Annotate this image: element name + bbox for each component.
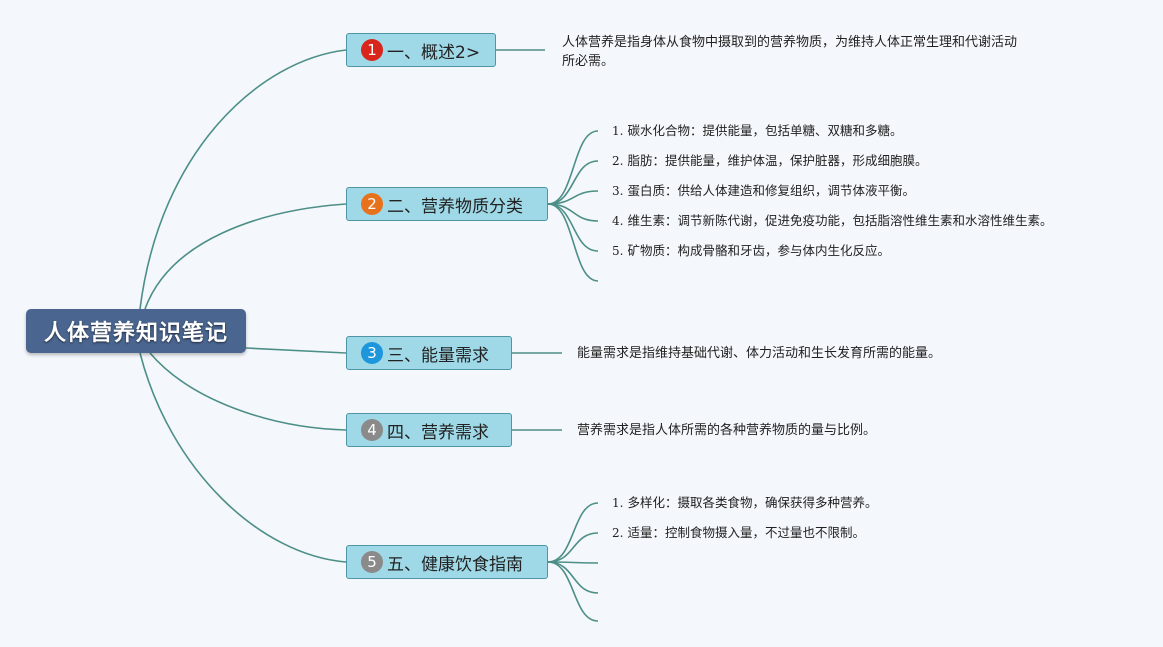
- item-text: 适量：控制食物摄入量，不过量也不限制。: [627, 525, 865, 540]
- root-topic[interactable]: 人体营养知识笔记: [26, 309, 246, 353]
- connector-root-topic4: [149, 352, 347, 431]
- item-number: 3.: [612, 184, 624, 198]
- connector-topic5-item5: [547, 561, 599, 622]
- connector-root-topic3: [245, 347, 347, 354]
- topic-nutrition-needs-note[interactable]: 营养需求是指人体所需的各种营养物质的量与比例。: [577, 421, 876, 440]
- topic-label: 一、概述2>: [387, 42, 481, 63]
- connector-topic5-item4: [547, 561, 599, 594]
- topic-label: 二、营养物质分类: [387, 196, 523, 217]
- leaf-item[interactable]: 4.维生素：调节新陈代谢，促进免疫功能，包括脂溶性维生素和水溶性维生素。: [612, 213, 1052, 229]
- connector-topic5-item2: [547, 532, 599, 563]
- leaf-item[interactable]: 2.适量：控制食物摄入量，不过量也不限制。: [612, 525, 865, 541]
- leaf-item[interactable]: 1.多样化：摄取各类食物，确保获得多种营养。: [612, 495, 877, 511]
- item-number: 2.: [612, 154, 624, 168]
- connector-topic2-item1: [547, 130, 599, 205]
- priority-4-icon: 4: [361, 419, 383, 441]
- item-number: 2.: [612, 526, 624, 540]
- connector-root-topic1: [139, 49, 347, 310]
- note-line: 能量需求是指维持基础代谢、体力活动和生长发育所需的能量。: [577, 346, 942, 361]
- topic-label: 五、健康饮食指南: [387, 554, 523, 575]
- connector-root-topic5: [139, 352, 347, 563]
- priority-1-icon: 1: [361, 39, 383, 61]
- item-number: 1.: [612, 124, 624, 138]
- topic-energy-needs-note[interactable]: 能量需求是指维持基础代谢、体力活动和生长发育所需的能量。: [577, 344, 941, 363]
- connector-topic2-item6: [547, 203, 599, 282]
- item-number: 4.: [612, 214, 624, 228]
- leaf-item[interactable]: 2.脂肪：提供能量，维护体温，保护脏器，形成细胞膜。: [612, 153, 927, 169]
- item-text: 多样化：摄取各类食物，确保获得多种营养。: [627, 495, 878, 510]
- connector-topic2-item2: [547, 160, 599, 205]
- leaf-item[interactable]: 3.蛋白质：供给人体建造和修复组织，调节体液平衡。: [612, 183, 915, 199]
- topic-overview-note[interactable]: 人体营养是指身体从食物中摄取到的营养物质，为维持人体正常生理和代谢活动 所必需。: [562, 33, 1082, 71]
- topic-healthy-diet-guide[interactable]: 5 五、健康饮食指南: [346, 545, 548, 579]
- topic-label: 三、能量需求: [387, 345, 489, 366]
- connector-root-topic2: [144, 203, 347, 310]
- item-number: 1.: [612, 496, 624, 510]
- item-text: 脂肪：提供能量，维护体温，保护脏器，形成细胞膜。: [627, 153, 928, 168]
- topic-label: 四、营养需求: [387, 422, 489, 443]
- item-number: 5.: [612, 244, 624, 258]
- item-text: 矿物质：构成骨骼和牙齿，参与体内生化反应。: [627, 243, 890, 258]
- topic-nutrition-needs[interactable]: 4 四、营养需求: [346, 413, 512, 447]
- leaf-item[interactable]: 1.碳水化合物：提供能量，包括单糖、双糖和多糖。: [612, 123, 902, 139]
- priority-5-icon: 5: [361, 551, 383, 573]
- item-text: 维生素：调节新陈代谢，促进免疫功能，包括脂溶性维生素和水溶性维生素。: [627, 213, 1053, 228]
- topic-nutrient-categories[interactable]: 2 二、营养物质分类: [346, 187, 548, 221]
- note-line: 人体营养是指身体从食物中摄取到的营养物质，为维持人体正常生理和代谢活动: [562, 35, 1018, 50]
- item-text: 碳水化合物：提供能量，包括单糖、双糖和多糖。: [627, 123, 903, 138]
- leaf-item[interactable]: 5.矿物质：构成骨骼和牙齿，参与体内生化反应。: [612, 243, 890, 259]
- topic-energy-needs[interactable]: 3 三、能量需求: [346, 336, 512, 370]
- priority-2-icon: 2: [361, 193, 383, 215]
- topic-overview[interactable]: 1 一、概述2>: [346, 33, 496, 67]
- item-text: 蛋白质：供给人体建造和修复组织，调节体液平衡。: [627, 183, 915, 198]
- priority-3-icon: 3: [361, 342, 383, 364]
- note-line: 营养需求是指人体所需的各种营养物质的量与比例。: [577, 423, 877, 438]
- connector-topic5-item1: [547, 502, 599, 563]
- note-line: 所必需。: [562, 54, 615, 69]
